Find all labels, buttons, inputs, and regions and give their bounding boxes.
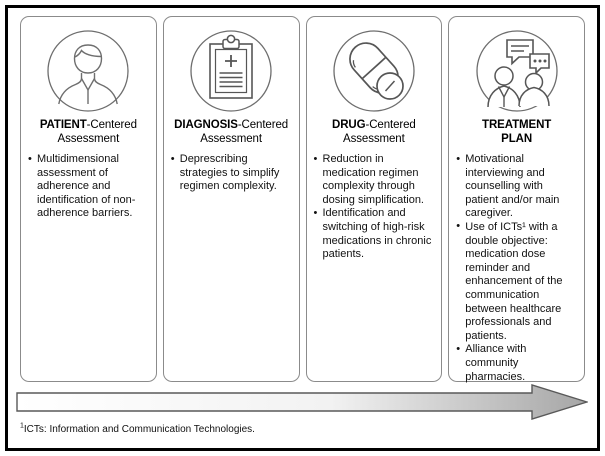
list-item: Reduction in medication regimen complexi…: [314, 152, 435, 207]
panel-title-line2: Assessment: [57, 132, 120, 145]
drug-pill-icon: [314, 25, 435, 117]
list-item: Alliance with community pharmacies.: [456, 343, 577, 384]
diagnosis-clipboard-icon: [171, 25, 292, 117]
panel-title-line2: PLAN: [501, 132, 533, 145]
panel-row: PATIENT-Centered Assessment Multidimensi…: [20, 16, 585, 384]
panel-bullet-list: Motivational interviewing and counsellin…: [456, 153, 577, 384]
panel-title-rest: -Centered: [365, 119, 416, 131]
panel-title: DRUG-Centered Assessment: [314, 119, 435, 146]
panel-treatment-plan[interactable]: TREATMENT PLAN Motivational interviewing…: [448, 16, 585, 384]
footnote: 1ICTs: Information and Communication Tec…: [20, 422, 580, 436]
panel-title-lead: PATIENT: [39, 119, 87, 131]
panel-title: PATIENT-Centered Assessment: [28, 119, 149, 146]
list-item: Identification and switching of high-ris…: [314, 207, 435, 261]
list-item: Motivational interviewing and counsellin…: [456, 153, 577, 221]
panel-title: TREATMENT PLAN: [456, 119, 577, 146]
panel-title-lead: DIAGNOSIS: [174, 119, 238, 131]
panel-title-line2: Assessment: [200, 132, 262, 145]
footnote-text: ICTs: Information and Communication Tech…: [23, 424, 255, 435]
list-item: Deprescribing strategies to simplify reg…: [171, 153, 292, 194]
panel-diagnosis-centered[interactable]: DIAGNOSIS-Centered Assessment Deprescrib…: [162, 16, 300, 382]
panel-title-line2: Assessment: [343, 132, 405, 145]
panel-title-rest: -Centered: [237, 119, 289, 131]
panel-title-rest: -Centered: [86, 119, 137, 131]
patient-person-icon: [28, 25, 149, 117]
panel-bullet-list: Multidimensional assessment of adherence…: [28, 153, 149, 221]
progression-arrow: [16, 384, 588, 420]
panel-patient-centered[interactable]: PATIENT-Centered Assessment Multidimensi…: [20, 16, 157, 382]
panel-drug-centered[interactable]: DRUG-Centered Assessment Reduction in me…: [305, 16, 443, 382]
list-item: Multidimensional assessment of adherence…: [28, 153, 149, 221]
treatment-conversation-icon: [456, 25, 577, 117]
panel-title-lead: TREATMENT: [482, 119, 552, 131]
panel-bullet-list: Deprescribing strategies to simplify reg…: [171, 153, 292, 194]
panel-title-lead: DRUG: [332, 119, 366, 131]
list-item: Use of ICTs¹ with a double objective: me…: [456, 220, 577, 343]
footnote-marker: 1: [20, 422, 24, 430]
panel-bullet-list: Reduction in medication regimen complexi…: [314, 152, 435, 262]
panel-title: DIAGNOSIS-Centered Assessment: [171, 119, 292, 146]
